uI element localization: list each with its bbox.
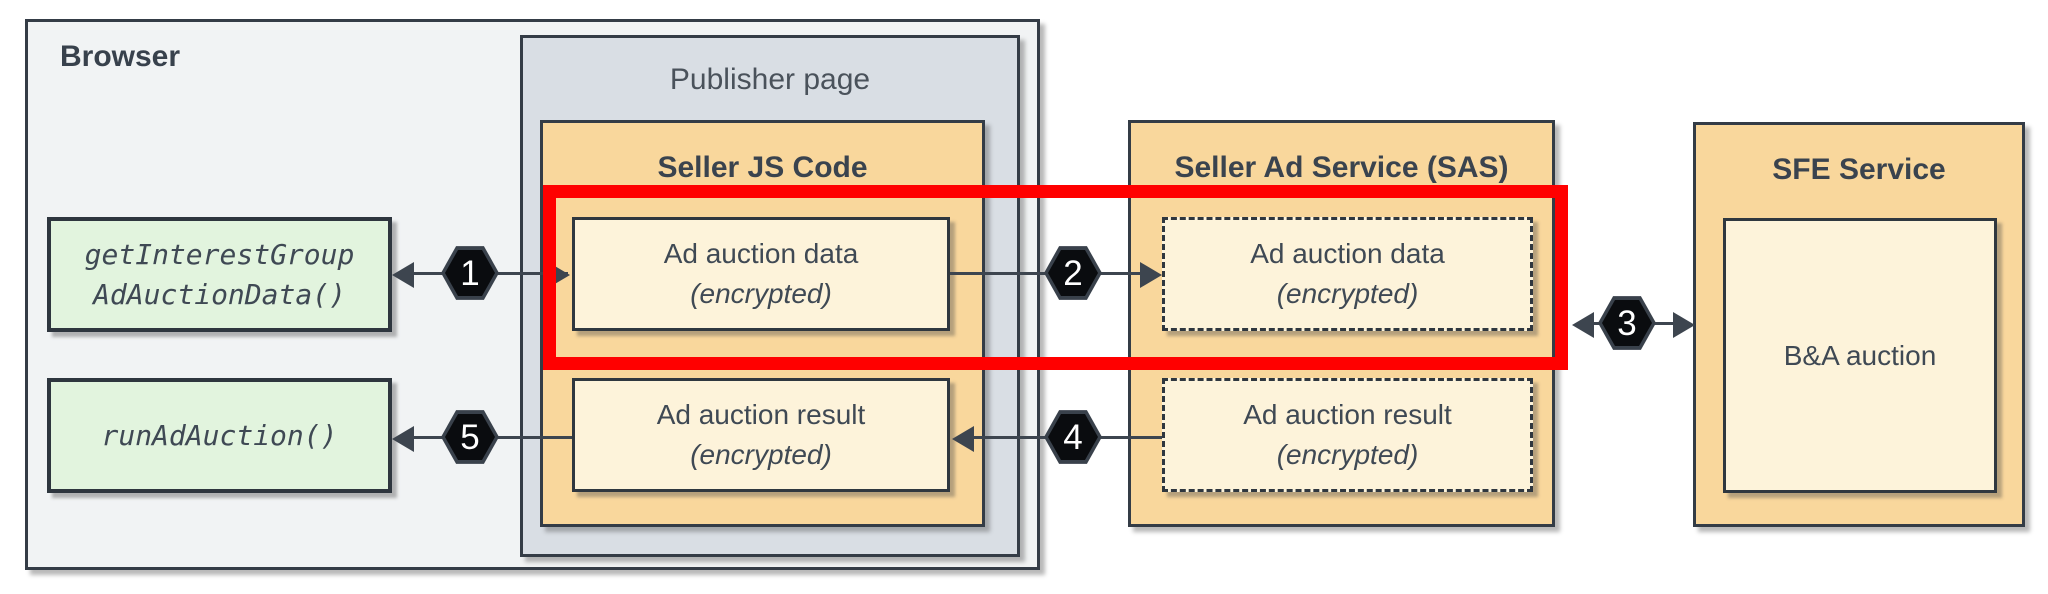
arrowhead-left-icon — [952, 426, 974, 452]
sas-ad-auction-data-box: Ad auction data (encrypted) — [1162, 217, 1533, 331]
arrowhead-left-icon — [392, 262, 414, 288]
box-sublabel: (encrypted) — [690, 278, 832, 309]
sfe-service-title: SFE Service — [1772, 153, 1946, 186]
highlight-rect — [543, 185, 1568, 370]
box-label: B&A auction — [1783, 339, 1937, 371]
box-label: Ad auction result — [656, 399, 866, 430]
box-label: Ad auction data — [663, 238, 859, 269]
box-sublabel: (encrypted) — [1276, 278, 1419, 309]
step-badge-4: 4 — [1044, 410, 1102, 464]
sas-ad-auction-result-box: Ad auction result (encrypted) — [1162, 378, 1533, 492]
seller-ad-service-title: Seller Ad Service (SAS) — [1174, 151, 1509, 184]
arrowhead-right-icon — [1673, 312, 1695, 338]
publisher-page-label: Publisher page — [669, 63, 871, 96]
get-interest-group-ad-auction-data-box: getInterestGroup AdAuctionData() — [47, 217, 392, 332]
box-label: Ad auction result — [1243, 399, 1452, 430]
run-ad-auction-box: runAdAuction() — [47, 378, 392, 493]
box-label: Ad auction data — [1250, 238, 1445, 269]
browser-label: Browser — [60, 40, 181, 73]
js-ad-auction-result-box: Ad auction result (encrypted) — [572, 378, 950, 492]
ba-auction-box: B&A auction — [1723, 218, 1997, 493]
arrowhead-left-icon — [1572, 312, 1594, 338]
code-line: runAdAuction() — [101, 418, 338, 452]
arrowhead-right-icon — [1140, 262, 1162, 288]
code-line: getInterestGroup — [84, 237, 355, 271]
step-badge-3: 3 — [1598, 296, 1656, 350]
arrowhead-left-icon — [392, 426, 414, 452]
js-ad-auction-data-box: Ad auction data (encrypted) — [572, 217, 950, 331]
code-line: AdAuctionData() — [93, 277, 346, 311]
seller-js-code-title: Seller JS Code — [657, 151, 868, 184]
box-sublabel: (encrypted) — [690, 439, 832, 470]
box-sublabel: (encrypted) — [1276, 439, 1419, 470]
